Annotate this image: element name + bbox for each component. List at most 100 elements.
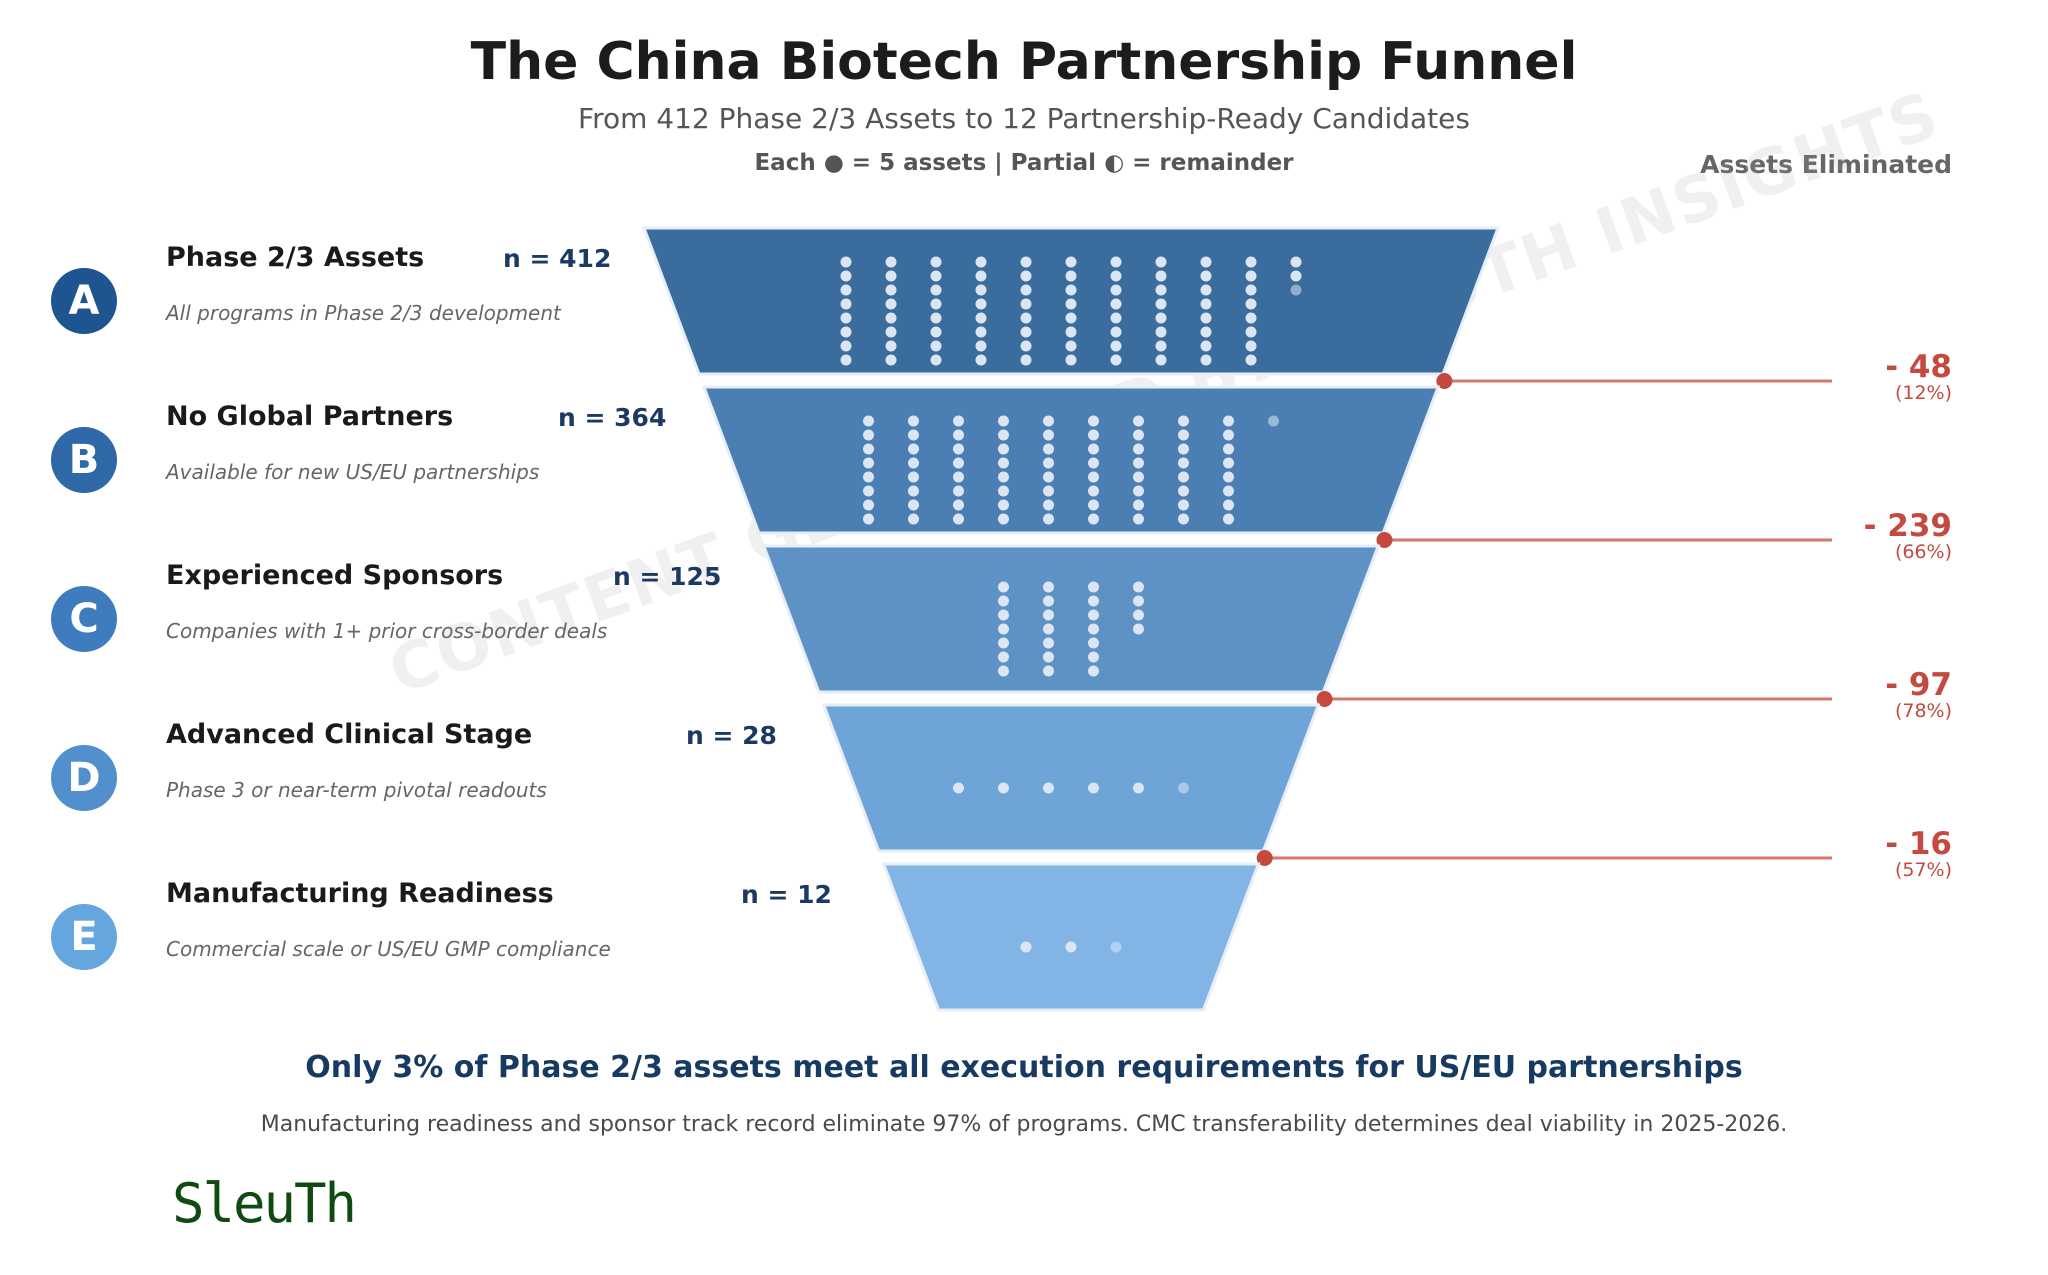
elimination-value-2: - 239 (1863, 508, 1952, 544)
stage-badge-d: D (51, 745, 117, 811)
asset-dot (1065, 270, 1077, 282)
asset-dot (1088, 415, 1099, 427)
stage-count-a: n = 412 (503, 244, 612, 273)
asset-dot (1088, 485, 1099, 497)
partial-asset-dot (1110, 941, 1122, 953)
asset-dot (840, 354, 852, 366)
asset-dot (953, 443, 964, 455)
asset-dot (908, 499, 919, 511)
asset-dot (863, 443, 874, 455)
asset-dot (930, 312, 942, 324)
asset-dot (1110, 270, 1122, 282)
asset-dot (1178, 429, 1189, 441)
asset-dot (1020, 312, 1032, 324)
asset-dot (1200, 256, 1212, 268)
asset-dot (953, 457, 964, 469)
asset-dot (1065, 312, 1077, 324)
asset-dot (1020, 340, 1032, 352)
elimination-marker (1256, 850, 1273, 866)
asset-dot (908, 457, 919, 469)
asset-dot (1223, 485, 1234, 497)
asset-dot (1178, 457, 1189, 469)
asset-dot (1178, 443, 1189, 455)
elimination-marker (1376, 532, 1393, 548)
stage-count-b: n = 364 (558, 403, 667, 432)
elimination-pct-1: (12%) (1894, 382, 1952, 404)
asset-dot (998, 623, 1009, 635)
asset-dot (1020, 354, 1032, 366)
asset-dot (975, 312, 987, 324)
elimination-value-3: - 97 (1885, 667, 1952, 703)
stage-name-b: No Global Partners (166, 401, 454, 432)
asset-dot (1245, 284, 1257, 296)
asset-dot (953, 499, 964, 511)
stage-badge-c: C (51, 586, 117, 652)
funnel-stage-d (821, 703, 1321, 853)
funnel-stage-c (761, 544, 1381, 694)
asset-dot (1133, 429, 1144, 441)
asset-dot (1133, 443, 1144, 455)
asset-dot (1110, 284, 1122, 296)
asset-dot (998, 513, 1009, 525)
asset-dot (863, 513, 874, 525)
asset-dot (1020, 941, 1032, 953)
asset-dot (1043, 443, 1054, 455)
asset-dot (885, 284, 897, 296)
asset-dot (975, 256, 987, 268)
footnote: Manufacturing readiness and sponsor trac… (260, 1112, 1788, 1137)
asset-dot (1178, 471, 1189, 483)
stage-count-d: n = 28 (686, 721, 777, 750)
asset-dot (998, 581, 1009, 593)
asset-dot (998, 499, 1009, 511)
partial-asset-dot (1178, 782, 1189, 794)
asset-dot (1290, 256, 1302, 268)
asset-dot (953, 485, 964, 497)
asset-dot (1088, 457, 1099, 469)
asset-dot (975, 284, 987, 296)
asset-dot (1155, 298, 1167, 310)
asset-dot (1200, 298, 1212, 310)
asset-dot (863, 415, 874, 427)
asset-dot (1065, 298, 1077, 310)
asset-dot (1133, 415, 1144, 427)
asset-dot (863, 429, 874, 441)
asset-dot (1043, 415, 1054, 427)
asset-dot (1088, 623, 1099, 635)
asset-dot (930, 270, 942, 282)
asset-dot (975, 326, 987, 338)
asset-dot (1133, 595, 1144, 607)
asset-dot (1043, 513, 1054, 525)
asset-dot (1043, 637, 1054, 649)
asset-dot (1043, 651, 1054, 663)
asset-dot (1065, 256, 1077, 268)
stage-name-d: Advanced Clinical Stage (166, 719, 533, 750)
stage-desc-d: Phase 3 or near-term pivotal readouts (166, 778, 547, 802)
elimination-marker (1316, 691, 1333, 707)
asset-dot (930, 284, 942, 296)
asset-dot (1020, 270, 1032, 282)
asset-dot (1155, 326, 1167, 338)
asset-dot (908, 513, 919, 525)
asset-dot (1110, 354, 1122, 366)
stage-desc-b: Available for new US/EU partnerships (166, 460, 540, 484)
asset-dot (1088, 609, 1099, 621)
asset-dot (1110, 340, 1122, 352)
asset-dot (885, 340, 897, 352)
asset-dot (885, 270, 897, 282)
asset-dot (1088, 595, 1099, 607)
asset-dot (1020, 326, 1032, 338)
asset-dot (908, 443, 919, 455)
asset-dot (1088, 581, 1099, 593)
asset-dot (908, 415, 919, 427)
asset-dot (1065, 340, 1077, 352)
asset-dot (998, 485, 1009, 497)
asset-dot (998, 443, 1009, 455)
key-takeaway: Only 3% of Phase 2/3 assets meet all exe… (305, 1050, 1743, 1085)
asset-dot (953, 471, 964, 483)
asset-dot (1043, 471, 1054, 483)
asset-dot (863, 471, 874, 483)
asset-dot (1200, 270, 1212, 282)
asset-dot (1223, 429, 1234, 441)
asset-dot (1020, 298, 1032, 310)
asset-dot (975, 270, 987, 282)
